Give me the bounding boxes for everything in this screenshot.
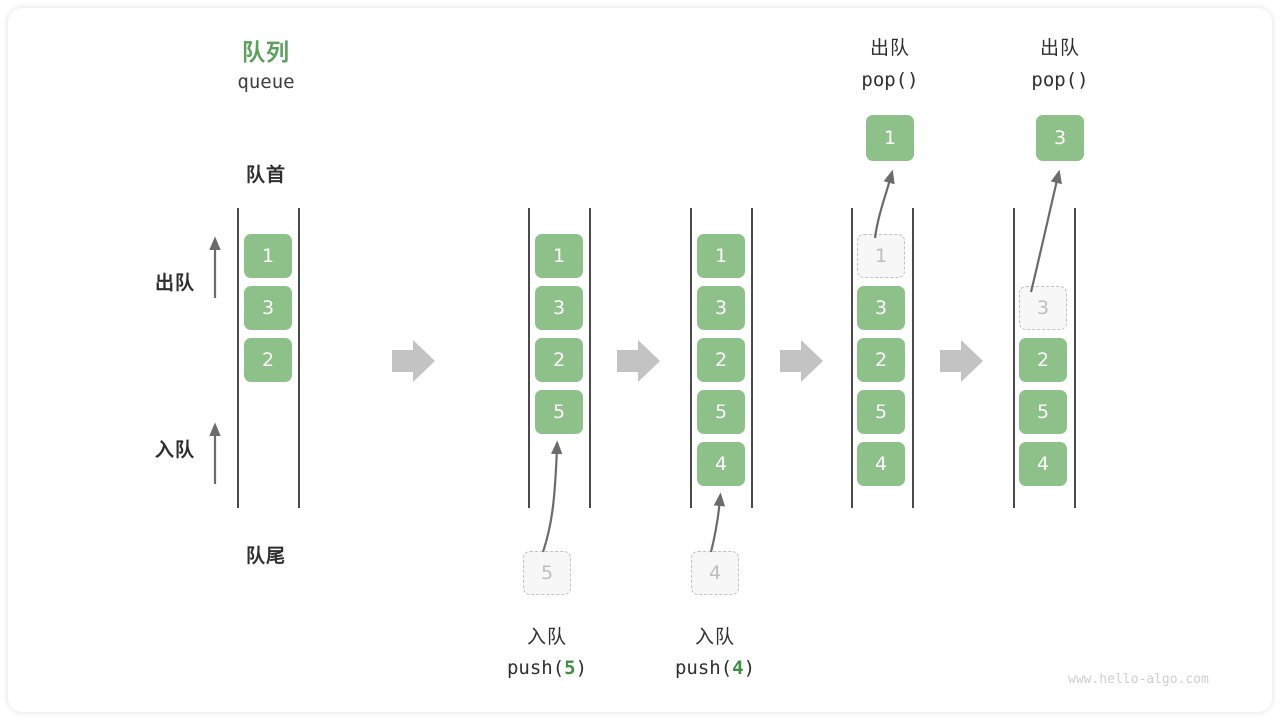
- popped-cell: 3: [1036, 115, 1084, 161]
- push-code-prefix: push(: [506, 657, 565, 679]
- queue-title-cn: 队列: [242, 39, 290, 65]
- front-label: 队首: [245, 165, 286, 186]
- queue-cell: 5: [535, 390, 583, 434]
- step4-header-code: pop(): [861, 69, 919, 91]
- step4-header-cn: 出队: [869, 38, 910, 59]
- step2-caption-cn: 入队: [526, 627, 567, 648]
- queue-cell: 2: [857, 338, 905, 382]
- rail-right-col2: [589, 208, 591, 508]
- rail-right-col5: [1074, 208, 1076, 508]
- rail-left-col4: [851, 208, 853, 508]
- watermark: www.hello-algo.com: [1068, 672, 1209, 687]
- push-code-suffix: ): [743, 657, 756, 679]
- push-code-prefix: push(: [674, 657, 733, 679]
- queue-title-en: queue: [237, 71, 295, 93]
- queue-cell: 1: [535, 234, 583, 278]
- rail-left-col2: [528, 208, 530, 508]
- queue-cell: 5: [697, 390, 745, 434]
- dequeue-label: 出队: [154, 273, 195, 294]
- push-code-arg: 4: [732, 657, 744, 679]
- rear-label: 队尾: [245, 546, 286, 567]
- rail-right-col1: [298, 208, 300, 508]
- queue-cell: 3: [697, 286, 745, 330]
- queue-cell-ghost: 3: [1019, 286, 1067, 330]
- incoming-ghost-cell: 5: [523, 551, 571, 595]
- queue-cell: 2: [535, 338, 583, 382]
- step3-caption-code: push(4): [655, 657, 775, 679]
- queue-cell: 4: [697, 442, 745, 486]
- queue-cell: 3: [244, 286, 292, 330]
- rail-left-col3: [690, 208, 692, 508]
- push-code-arg: 5: [564, 657, 576, 679]
- step3-caption-cn: 入队: [694, 627, 735, 648]
- queue-cell: 5: [1019, 390, 1067, 434]
- queue-cell: 4: [1019, 442, 1067, 486]
- popped-cell: 1: [866, 115, 914, 161]
- enqueue-label: 入队: [154, 440, 195, 461]
- rail-left-col1: [237, 208, 239, 508]
- step2-caption-code: push(5): [487, 657, 607, 679]
- rail-right-col3: [751, 208, 753, 508]
- queue-cell-ghost: 1: [857, 234, 905, 278]
- step5-header-cn: 出队: [1039, 38, 1080, 59]
- queue-cell: 1: [244, 234, 292, 278]
- rail-left-col5: [1013, 208, 1015, 508]
- incoming-ghost-cell: 4: [691, 551, 739, 595]
- queue-cell: 1: [697, 234, 745, 278]
- queue-cell: 2: [697, 338, 745, 382]
- queue-cell: 4: [857, 442, 905, 486]
- queue-cell: 3: [535, 286, 583, 330]
- rail-right-col4: [912, 208, 914, 508]
- step5-header-code: pop(): [1031, 69, 1089, 91]
- queue-cell: 2: [1019, 338, 1067, 382]
- push-code-suffix: ): [575, 657, 588, 679]
- queue-cell: 3: [857, 286, 905, 330]
- queue-cell: 2: [244, 338, 292, 382]
- diagram-card: [8, 8, 1272, 712]
- queue-cell: 5: [857, 390, 905, 434]
